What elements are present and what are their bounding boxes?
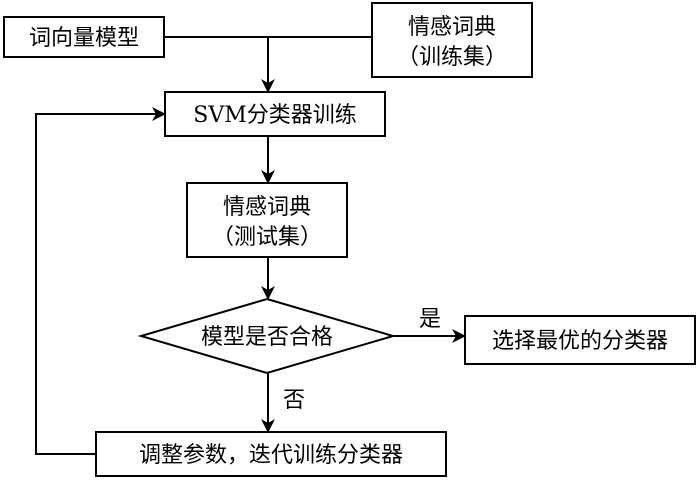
- node-sentiment-dict-train: 情感词典 （训练集）: [371, 2, 533, 78]
- node-sentiment-dict-train-line1: 情感词典: [408, 15, 496, 40]
- node-sentiment-dict-test: 情感词典 （测试集）: [186, 182, 348, 258]
- node-adjust-params-label: 调整参数，迭代训练分类器: [139, 443, 403, 468]
- node-select-best: 选择最优的分类器: [464, 315, 696, 365]
- node-adjust-params: 调整参数，迭代训练分类器: [95, 431, 447, 477]
- node-svm-training: SVM分类器训练: [164, 91, 386, 137]
- node-sentiment-dict-test-line1: 情感词典: [223, 195, 311, 220]
- node-sentiment-dict-train-line2: （训练集）: [397, 45, 507, 70]
- edge-yes-label: 是: [419, 307, 441, 332]
- edge-no-label: 否: [283, 388, 305, 413]
- node-word-vector-model-label: 词向量模型: [29, 26, 139, 51]
- decision-model-qualified: 模型是否合格: [137, 297, 397, 375]
- node-sentiment-dict-test-line2: （测试集）: [212, 225, 322, 250]
- edge-feedback-loop: [35, 107, 166, 455]
- decision-model-qualified-label: 模型是否合格: [201, 325, 333, 350]
- node-select-best-label: 选择最优的分类器: [492, 329, 668, 354]
- node-word-vector-model: 词向量模型: [3, 16, 165, 58]
- node-svm-training-label: SVM分类器训练: [193, 103, 357, 128]
